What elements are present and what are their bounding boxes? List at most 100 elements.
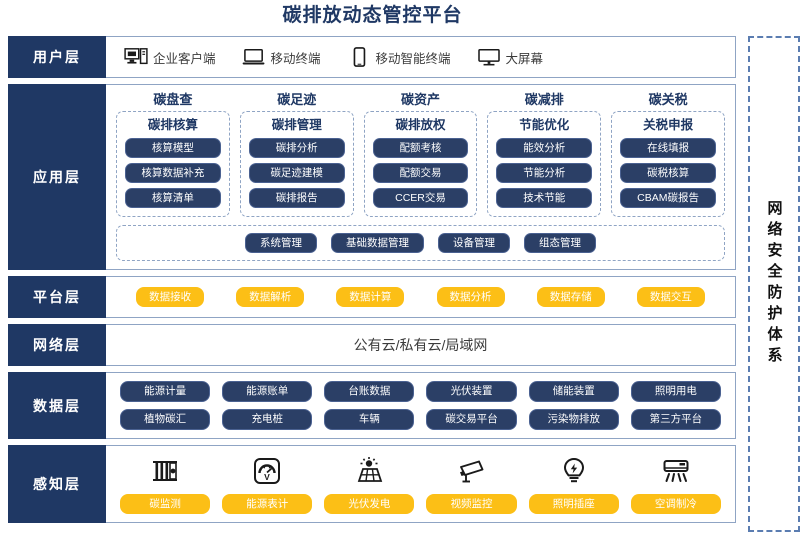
app-column-carbon-inventory: 碳盘查 碳排核算 核算模型 核算数据补充 核算清单	[116, 91, 230, 217]
app-column-title: 碳足迹	[277, 92, 317, 107]
app-feature-pill[interactable]: 配额考核	[372, 138, 469, 158]
app-feature-pill[interactable]: 节能分析	[496, 163, 593, 183]
layer-sense: 感知层 碳监测	[8, 445, 736, 523]
user-item-enterprise-client[interactable]: 企业客户端	[124, 47, 216, 67]
user-item-smart-mobile-terminal[interactable]: 移动智能终端	[347, 47, 451, 67]
layer-body-user: 企业客户端 移动终端	[106, 37, 735, 77]
layer-label-sense: 感知层	[8, 445, 106, 523]
data-source-pill[interactable]: 光伏装置	[426, 381, 517, 402]
data-source-grid: 能源计量 能源账单 台账数据 光伏装置 储能装置 照明用电 植物碳汇 充电桩 车…	[120, 381, 721, 430]
layer-platform: 平台层 数据接收 数据解析 数据计算 数据分析 数据存储 数据交互	[8, 276, 736, 318]
layer-network: 网络层 公有云/私有云/局域网	[8, 324, 736, 366]
sense-device-carbon-monitor[interactable]: 碳监测	[120, 454, 211, 514]
layer-label-network: 网络层	[8, 324, 106, 366]
energy-meter-icon: V	[252, 454, 282, 488]
platform-pill[interactable]: 数据接收	[136, 287, 205, 307]
data-source-pill[interactable]: 储能装置	[528, 381, 619, 402]
sense-device-lighting-socket[interactable]: 照明插座	[528, 454, 619, 514]
user-terminal-list: 企业客户端 移动终端	[106, 37, 735, 77]
layer-label-user: 用户层	[8, 36, 106, 78]
sense-device-label: 光伏发电	[324, 494, 415, 514]
layer-body-data: 能源计量 能源账单 台账数据 光伏装置 储能装置 照明用电 植物碳汇 充电桩 车…	[106, 373, 735, 438]
data-source-pill[interactable]: 充电桩	[222, 409, 313, 430]
sense-device-label: 碳监测	[120, 494, 211, 514]
layer-user: 用户层 企业客户端	[8, 36, 736, 78]
user-item-label: 企业客户端	[153, 51, 216, 66]
user-item-mobile-terminal[interactable]: 移动终端	[242, 47, 321, 67]
big-screen-icon	[477, 47, 500, 67]
app-group-title: 碳排管理	[271, 118, 322, 132]
layer-label-application: 应用层	[8, 84, 106, 270]
app-feature-pill[interactable]: 配额交易	[372, 163, 469, 183]
app-column-title: 碳盘查	[153, 92, 193, 107]
data-source-pill[interactable]: 污染物排放	[528, 409, 619, 430]
app-column-title: 碳减排	[524, 92, 564, 107]
app-feature-pill[interactable]: 在线填报	[620, 138, 716, 158]
security-sidebar: 网络安全防护体系	[748, 36, 800, 532]
data-source-pill[interactable]: 车辆	[324, 409, 415, 430]
desktop-tower-icon	[124, 47, 148, 67]
app-feature-pill[interactable]: 技术节能	[496, 188, 593, 208]
common-service-pill[interactable]: 组态管理	[524, 233, 596, 253]
layer-application: 应用层 碳盘查 碳排核算 核算模型 核算数据补充 核算清单 碳足迹 碳排管理	[8, 84, 736, 270]
app-feature-pill[interactable]: 核算模型	[125, 138, 221, 158]
app-feature-pill[interactable]: 核算数据补充	[125, 163, 221, 183]
app-group: 碳排放权 配额考核 配额交易 CCER交易	[363, 111, 478, 217]
app-feature-pill[interactable]: CBAM碳报告	[620, 188, 716, 208]
common-service-pill[interactable]: 设备管理	[438, 233, 510, 253]
platform-pill[interactable]: 数据分析	[436, 287, 505, 307]
sense-device-label: 空调制冷	[630, 494, 721, 514]
app-group: 碳排管理 碳排分析 碳足迹建模 碳排报告	[239, 111, 354, 217]
layer-body-network: 公有云/私有云/局域网	[106, 325, 735, 365]
application-common-services: 系统管理 基础数据管理 设备管理 组态管理	[116, 225, 725, 261]
solar-panel-icon	[354, 454, 384, 488]
data-source-pill[interactable]: 碳交易平台	[426, 409, 517, 430]
app-feature-pill[interactable]: 碳排报告	[248, 188, 345, 208]
data-source-pill[interactable]: 台账数据	[324, 381, 415, 402]
app-group: 关税申报 在线填报 碳税核算 CBAM碳报告	[611, 111, 725, 217]
data-source-pill[interactable]: 能源计量	[120, 381, 211, 402]
app-feature-pill[interactable]: CCER交易	[372, 188, 469, 208]
app-group-title: 关税申报	[643, 118, 694, 132]
app-feature-pill[interactable]: 碳税核算	[620, 163, 716, 183]
data-source-pill[interactable]: 第三方平台	[630, 409, 721, 430]
app-group-title: 碳排核算	[147, 118, 198, 132]
layer-label-data: 数据层	[8, 372, 106, 439]
platform-pill[interactable]: 数据解析	[236, 287, 305, 307]
app-column-carbon-tariff: 碳关税 关税申报 在线填报 碳税核算 CBAM碳报告	[611, 91, 725, 217]
app-column-carbon-reduction: 碳减排 节能优化 能效分析 节能分析 技术节能	[487, 91, 602, 217]
carbon-sensor-icon	[150, 454, 180, 488]
svg-text:V: V	[264, 472, 270, 482]
user-item-label: 移动智能终端	[375, 51, 451, 66]
platform-capability-list: 数据接收 数据解析 数据计算 数据分析 数据存储 数据交互	[106, 277, 735, 317]
app-column-carbon-asset: 碳资产 碳排放权 配额考核 配额交易 CCER交易	[363, 91, 478, 217]
platform-pill[interactable]: 数据存储	[536, 287, 605, 307]
data-source-pill[interactable]: 能源账单	[222, 381, 313, 402]
architecture-diagram: 用户层 企业客户端	[8, 36, 736, 523]
page-title: 碳排放动态管控平台	[282, 5, 463, 26]
app-column-title: 碳资产	[400, 92, 440, 107]
laptop-icon	[242, 47, 264, 67]
data-source-pill[interactable]: 植物碳汇	[120, 409, 211, 430]
app-feature-pill[interactable]: 碳足迹建模	[248, 163, 345, 183]
app-column-title: 碳关税	[648, 92, 688, 107]
app-feature-pill[interactable]: 碳排分析	[248, 138, 345, 158]
sense-device-video-surveillance[interactable]: 视频监控	[426, 454, 517, 514]
app-feature-pill[interactable]: 能效分析	[496, 138, 593, 158]
sense-device-air-conditioning[interactable]: 空调制冷	[630, 454, 721, 514]
common-service-pill[interactable]: 系统管理	[245, 233, 317, 253]
sense-device-pv-generation[interactable]: 光伏发电	[324, 454, 415, 514]
app-feature-pill[interactable]: 核算清单	[125, 188, 221, 208]
light-bulb-icon	[559, 454, 589, 488]
user-item-label: 大屏幕	[505, 51, 544, 66]
platform-pill[interactable]: 数据计算	[336, 287, 405, 307]
user-item-big-screen[interactable]: 大屏幕	[477, 47, 544, 67]
app-group-title: 节能优化	[519, 118, 570, 132]
common-service-pill[interactable]: 基础数据管理	[331, 233, 424, 253]
app-group: 节能优化 能效分析 节能分析 技术节能	[487, 111, 602, 217]
sense-device-energy-meter[interactable]: V 能源表计	[222, 454, 313, 514]
data-source-pill[interactable]: 照明用电	[630, 381, 721, 402]
platform-pill[interactable]: 数据交互	[636, 287, 705, 307]
user-item-label: 移动终端	[270, 51, 321, 66]
cctv-camera-icon	[457, 454, 487, 488]
